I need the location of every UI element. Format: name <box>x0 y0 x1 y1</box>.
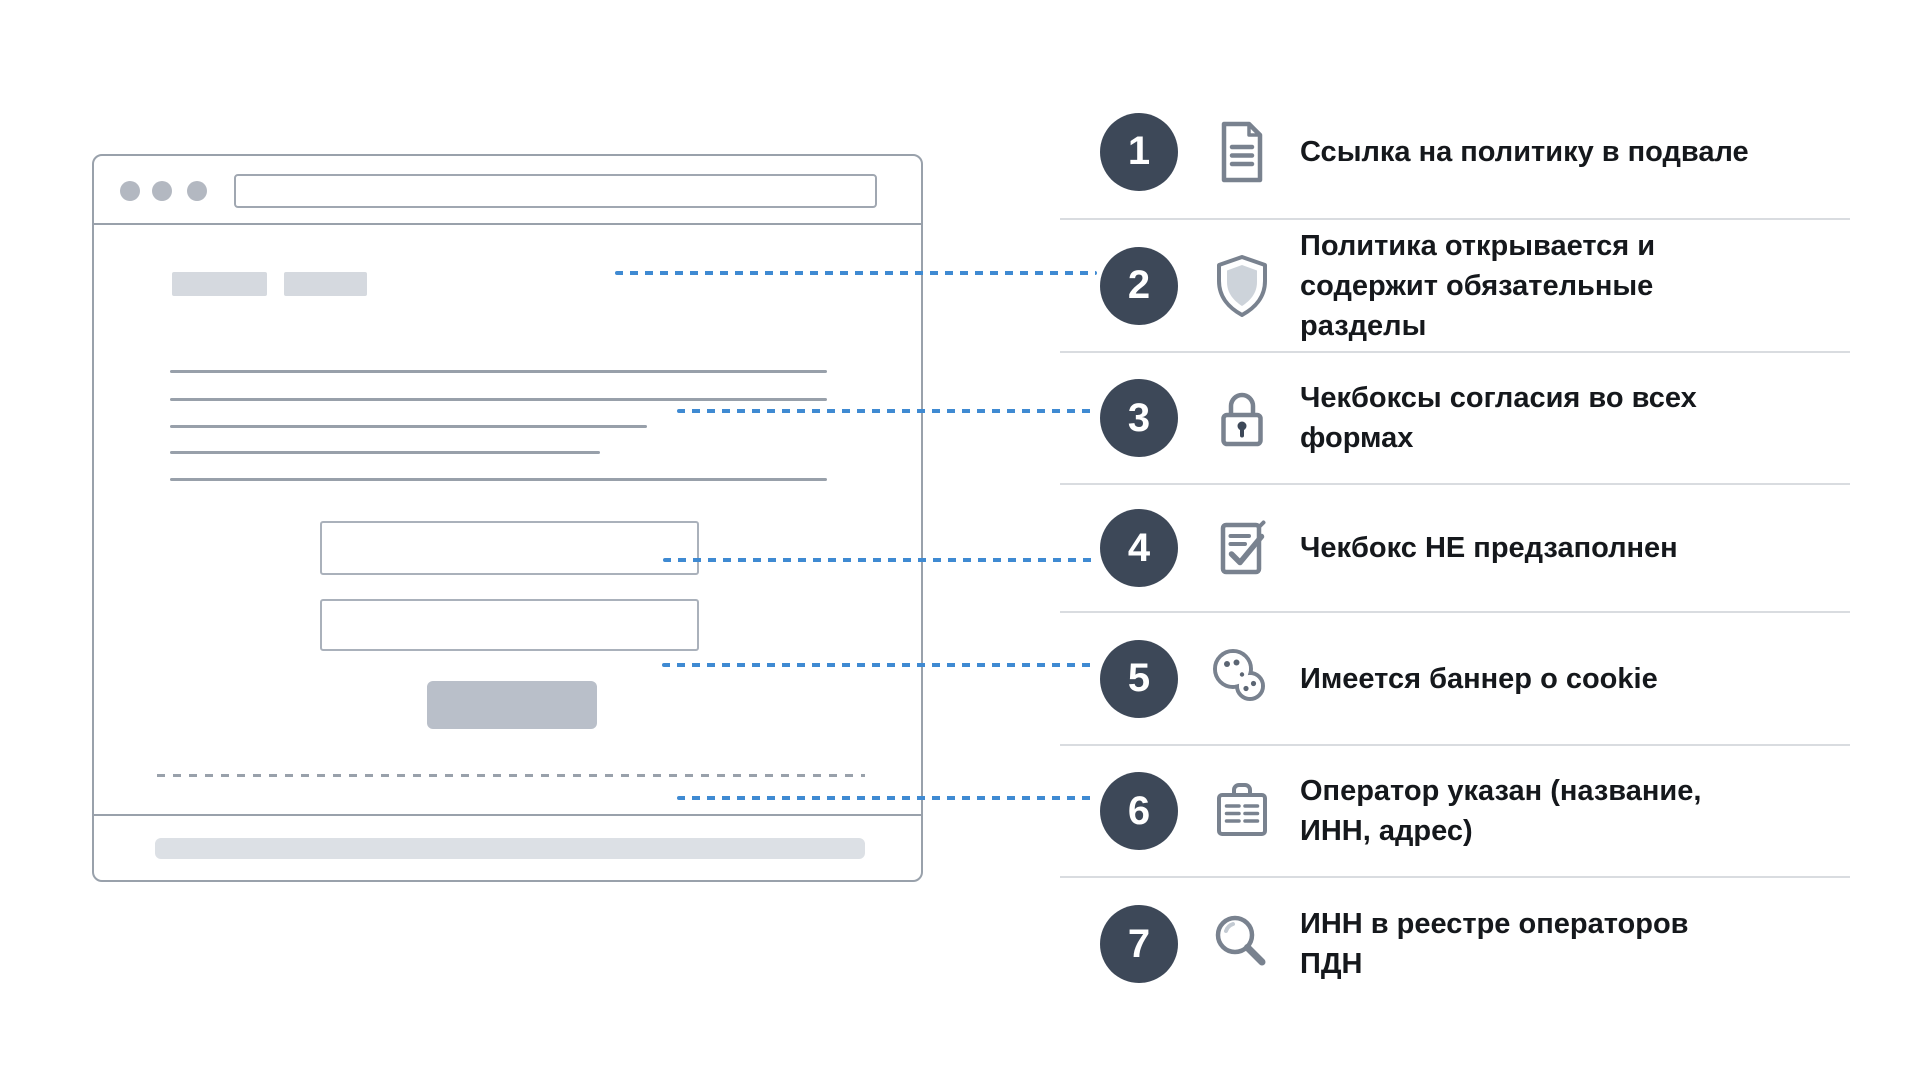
step-number-badge: 5 <box>1100 639 1178 718</box>
nav-placeholder <box>284 272 367 296</box>
checklist-item-1: 1 Ссылка на политику в подвале <box>1060 85 1850 220</box>
checklist-item-6: 6 Оператор указан (название, ИНН, адрес) <box>1060 746 1850 878</box>
step-number-badge: 4 <box>1100 509 1178 587</box>
text-line-placeholder <box>170 425 647 428</box>
traffic-light-icon <box>187 181 207 201</box>
shield-icon <box>1206 250 1278 322</box>
cookie-icon <box>1206 643 1278 715</box>
step-number: 7 <box>1127 921 1151 966</box>
connector-line-5 <box>662 663 1097 667</box>
step-number: 5 <box>1127 656 1151 700</box>
address-bar <box>234 174 877 208</box>
connector-line-2 <box>615 271 1097 275</box>
step-number-badge: 6 <box>1100 772 1178 850</box>
step-number-badge: 7 <box>1100 905 1178 983</box>
form-input-placeholder <box>320 521 699 575</box>
connector-line-6 <box>677 796 1097 800</box>
traffic-light-icon <box>152 181 172 201</box>
checklist-item-2: 2 Политика открывается и содержит обязат… <box>1060 220 1850 353</box>
checklist-item-7: 7 ИНН в реестре операторов ПДН <box>1060 878 1850 1010</box>
checklist-item-4: 4 Чекбокс НЕ предзаполнен <box>1060 485 1850 613</box>
footer-dashed-divider <box>157 774 865 777</box>
step-number: 3 <box>1127 395 1151 440</box>
browser-wireframe <box>92 154 923 882</box>
operator-card-icon <box>1206 775 1278 847</box>
step-number-badge: 3 <box>1100 379 1178 457</box>
step-number: 6 <box>1127 788 1151 833</box>
text-line-placeholder <box>170 370 827 373</box>
connector-line-4 <box>663 558 1097 562</box>
form-input-placeholder <box>320 599 699 651</box>
checklist-item-label: Чекбокс НЕ предзаполнен <box>1300 532 1678 564</box>
text-line-placeholder <box>170 478 827 481</box>
text-line-placeholder <box>170 451 600 454</box>
connector-line-3 <box>677 409 1097 413</box>
document-icon <box>1206 116 1278 188</box>
traffic-light-icon <box>120 181 140 201</box>
checklist-item-label: Политика открывается и содержит обязател… <box>1300 229 1656 342</box>
magnifier-icon <box>1206 908 1278 980</box>
checklist-item-5: 5 Имеется баннер о cookie <box>1060 613 1850 746</box>
submit-button-placeholder <box>427 681 597 729</box>
checklist-item-label: Оператор указан (название, ИНН, адрес) <box>1300 775 1702 847</box>
footer-bar-placeholder <box>155 838 865 859</box>
text-line-placeholder <box>170 398 827 401</box>
checklist-item-label: ИНН в реестре операторов ПДН <box>1300 908 1689 980</box>
checked-document-icon <box>1206 512 1278 584</box>
annotation-list: 1 Ссылка на политику в подвале 2 Политик… <box>1060 85 1850 1010</box>
step-number: 4 <box>1127 525 1151 570</box>
checklist-item-label: Чекбоксы согласия во всех формах <box>1300 382 1697 454</box>
browser-topbar <box>94 156 921 225</box>
step-number: 2 <box>1127 263 1151 307</box>
checklist-item-3: 3 Чекбоксы согласия во всех формах <box>1060 353 1850 485</box>
step-number-badge: 2 <box>1100 246 1178 325</box>
browser-footer <box>94 814 921 880</box>
nav-placeholder <box>172 272 267 296</box>
checklist-item-label: Ссылка на политику в подвале <box>1300 135 1749 168</box>
checklist-item-label: Имеется баннер о cookie <box>1300 662 1658 695</box>
lock-icon <box>1206 382 1278 454</box>
step-number-badge: 1 <box>1100 112 1178 191</box>
step-number: 1 <box>1127 129 1151 173</box>
